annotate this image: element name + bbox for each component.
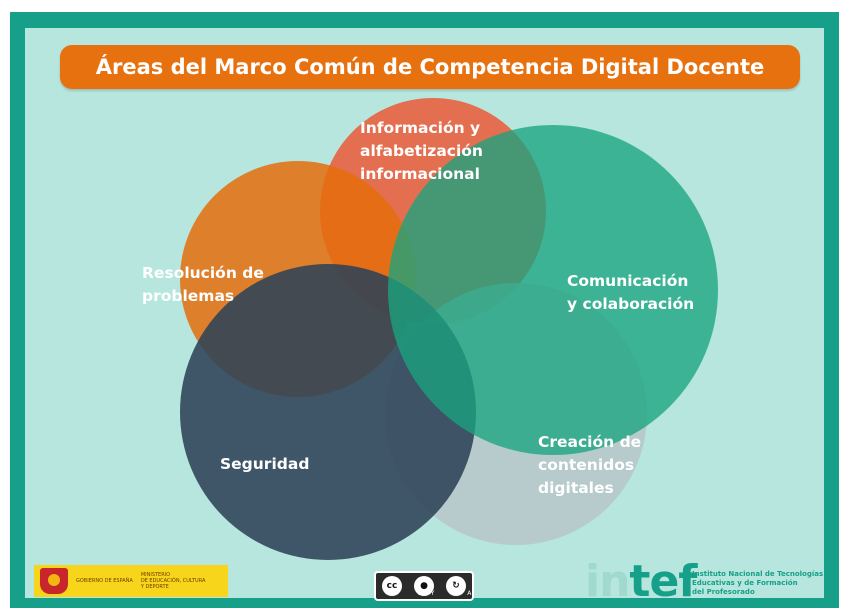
page-title: Áreas del Marco Común de Competencia Dig… xyxy=(95,55,765,79)
title-banner: Áreas del Marco Común de Competencia Dig… xyxy=(60,45,800,89)
label-informacion: Información y alfabetización informacion… xyxy=(360,119,483,183)
label-creacion: Creación de contenidos digitales xyxy=(538,433,642,497)
label-resolucion: Resolución de problemas xyxy=(142,264,264,305)
government-text: GOBIERNO DE ESPAÑA xyxy=(76,578,133,584)
ministry-text: MINISTERIO DE EDUCACIÓN, CULTURA Y DEPOR… xyxy=(140,572,206,590)
institute-name: Instituto Nacional de Tecnologías Educat… xyxy=(692,570,824,596)
circle-comunicacion xyxy=(388,125,718,455)
share-alike-icon: ↻ xyxy=(446,576,466,596)
intef-logo: intef xyxy=(585,556,697,607)
cc-license-badge: cc ● ↻ xyxy=(374,571,474,601)
label-seguridad: Seguridad xyxy=(220,455,310,473)
license-terms: BY SA xyxy=(418,590,481,597)
coat-of-arms-icon xyxy=(40,568,68,594)
attribution-icon: ● xyxy=(414,576,434,596)
cc-icon: cc xyxy=(382,576,402,596)
label-comunicacion: Comunicación y colaboración xyxy=(567,272,695,313)
government-logo: GOBIERNO DE ESPAÑA MINISTERIO DE EDUCACI… xyxy=(34,565,228,597)
